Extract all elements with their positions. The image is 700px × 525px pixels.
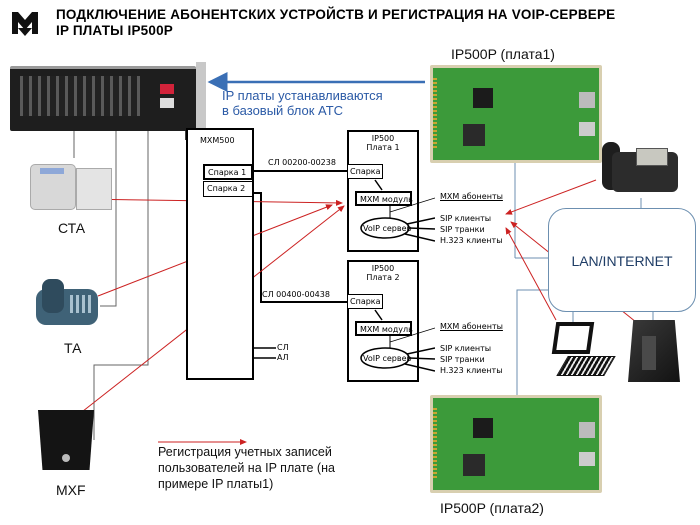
- ip500-2-title1: IP500: [371, 264, 395, 273]
- ip500-1-module: МХМ модуль: [355, 191, 413, 206]
- board1-label: IP500P (плата1): [451, 46, 555, 62]
- sta-phone-image: [22, 160, 112, 215]
- ip500-1-title2: Плата 1: [366, 143, 400, 152]
- ip500-2-sip-clients: SIP клиенты: [440, 344, 492, 353]
- board2-to-lan-line: [516, 289, 548, 395]
- install-note: IP платы устанавливаются в базовый блок …: [222, 88, 383, 118]
- ip500-1-mxm-subscribers: МХМ абоненты: [440, 192, 503, 201]
- install-note-line2: в базовый блок АТС: [222, 103, 344, 118]
- sl-label: СЛ: [277, 343, 289, 352]
- ip500-1-internal-lines: [360, 179, 435, 242]
- mxm-sparka2: Спарка 2: [203, 181, 253, 197]
- pbx-chassis: [10, 60, 206, 131]
- mx-logo-icon: [12, 12, 38, 36]
- title-line1: ПОДКЛЮЧЕНИЕ АБОНЕНТСКИХ УСТРОЙСТВ И РЕГИ…: [56, 7, 616, 22]
- page-title: ПОДКЛЮЧЕНИЕ АБОНЕНТСКИХ УСТРОЙСТВ И РЕГИ…: [56, 7, 615, 39]
- reg-arrow-ipphone: [505, 179, 597, 215]
- mxf-doorphone-image: [38, 410, 94, 470]
- ip500-1-sip-clients: SIP клиенты: [440, 214, 492, 223]
- ip500-1-sparka: Спарка: [347, 164, 383, 179]
- ip500-1-server: VoIP сервер: [363, 224, 412, 233]
- link2-label: СЛ 00400-00438: [262, 290, 330, 299]
- reg-arrow-laptop: [505, 227, 557, 321]
- board1-image: [430, 65, 602, 163]
- board2-label: IP500P (плата2): [440, 500, 544, 516]
- ta-phone-image: [32, 275, 100, 331]
- ip500-2-sip-trunks: SIP транки: [440, 355, 485, 364]
- mxf-label: MXF: [56, 482, 86, 498]
- title-line2: IP ПЛАТЫ IP500P: [56, 23, 174, 38]
- ip500-2-module: МХМ модуль: [355, 321, 413, 336]
- sta-label: СТА: [58, 220, 86, 236]
- install-note-line1: IP платы устанавливаются: [222, 88, 383, 103]
- laptop-image: [548, 322, 616, 378]
- ip500-2-h323-clients: H.323 клиенты: [440, 366, 503, 375]
- ip500-2-mxm-subscribers: МХМ абоненты: [440, 322, 503, 331]
- ip-phone-image: [598, 138, 680, 196]
- lan-internet-label: LAN/INTERNET: [571, 253, 673, 269]
- board2-image: [430, 395, 602, 493]
- ip500-2-server: VoIP сервер: [363, 354, 412, 363]
- ip500-1-sip-trunks: SIP транки: [440, 225, 485, 234]
- wire-pbx-ta: [100, 128, 117, 307]
- ip500-1-h323-clients: H.323 клиенты: [440, 236, 503, 245]
- legend-text: Регистрация учетных записей пользователе…: [158, 445, 335, 491]
- mxm500-title: MXM500: [200, 136, 235, 145]
- link1-label: СЛ 00200-00238: [268, 158, 336, 167]
- al-label: АЛ: [277, 353, 289, 362]
- ip500-1-title1: IP500: [371, 134, 395, 143]
- lan-internet-block: LAN/INTERNET: [548, 208, 696, 312]
- ip500-2-title2: Плата 2: [366, 273, 400, 282]
- ip500-2-internal-lines: [360, 309, 435, 372]
- link2-line: [252, 192, 347, 303]
- ip-doorphone-image: [628, 320, 680, 382]
- ta-label: ТА: [64, 340, 82, 356]
- mxm-sparka1: Спарка 1: [203, 164, 253, 180]
- ip500-2-sparka: Спарка: [347, 294, 383, 309]
